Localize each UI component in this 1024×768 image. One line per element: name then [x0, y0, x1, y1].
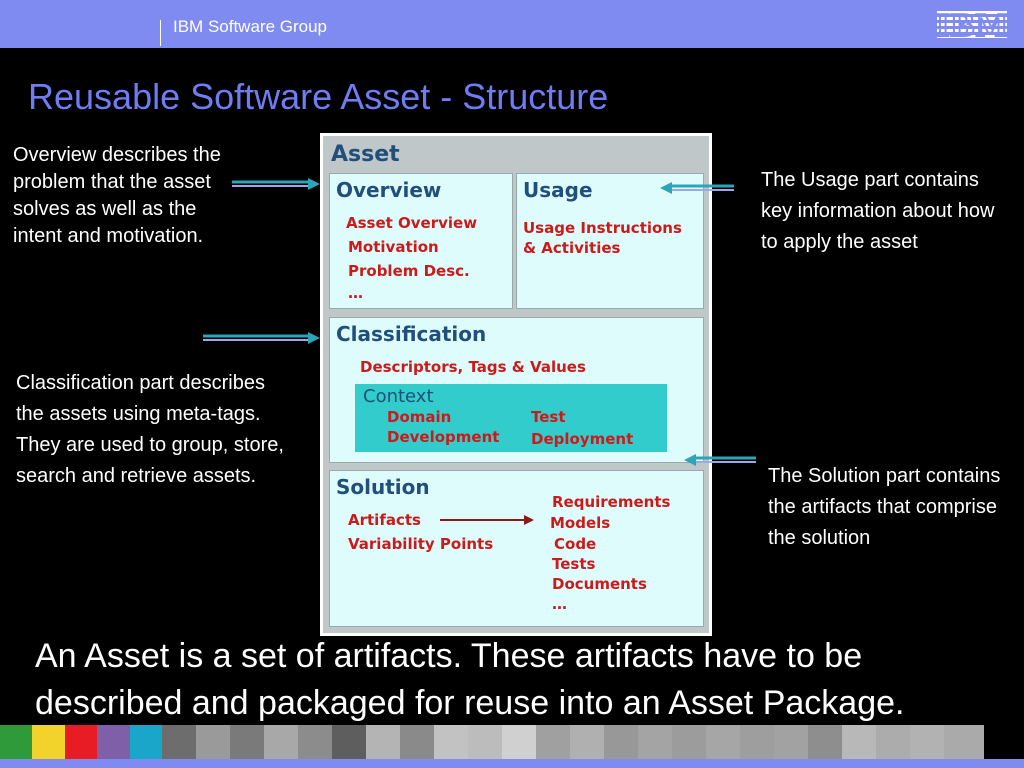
strip-tile — [264, 725, 298, 759]
strip-tile — [332, 725, 366, 759]
usage-box: Usage Usage Instructions & Activities — [516, 173, 704, 309]
solution-artifact: Tests — [552, 555, 596, 573]
asset-diagram: Asset Overview Asset Overview Motivation… — [320, 133, 712, 636]
solution-artifact: Documents — [552, 575, 647, 593]
strip-tile — [400, 725, 434, 759]
strip-tile — [32, 725, 65, 759]
strip-tile — [162, 725, 196, 759]
solution-item: Variability Points — [348, 535, 494, 553]
solution-item: Artifacts — [348, 511, 421, 529]
software-group-label: IBM Software Group — [173, 17, 328, 36]
strip-tile — [774, 725, 808, 759]
strip-tile — [706, 725, 740, 759]
overview-item: … — [348, 284, 363, 302]
solution-note: The Solution part contains the artifacts… — [768, 465, 1001, 549]
classification-note: Classification part describes the assets… — [16, 372, 284, 487]
strip-tile — [298, 725, 332, 759]
artifacts-arrow — [440, 515, 534, 525]
classification-label: Classification — [336, 322, 487, 346]
solution-label: Solution — [336, 475, 430, 499]
strip-tile — [808, 725, 842, 759]
overview-item: Asset Overview — [346, 214, 478, 232]
context-box: Context Domain Test Development Deployme… — [355, 384, 667, 452]
strip-tile — [672, 725, 706, 759]
bottom-band — [0, 759, 1024, 768]
strip-tile — [910, 725, 944, 759]
top-banner: IBM Software Group IBM — [0, 0, 1024, 48]
descriptors-item: Descriptors, Tags & Values — [360, 358, 586, 376]
strip-tile — [130, 725, 162, 759]
overview-box: Overview Asset Overview Motivation Probl… — [329, 173, 513, 309]
overview-label: Overview — [336, 178, 442, 202]
strip-tile — [638, 725, 672, 759]
strip-tile — [604, 725, 638, 759]
overview-arrow — [232, 178, 320, 190]
strip-tile — [502, 725, 536, 759]
strip-tile — [740, 725, 774, 759]
context-label: Context — [363, 386, 434, 407]
solution-artifact: … — [552, 595, 567, 613]
asset-label: Asset — [331, 142, 400, 167]
overview-item: Problem Desc. — [348, 262, 470, 280]
solution-box: Solution Artifacts Variability Points Re… — [329, 470, 704, 627]
overview-item: Motivation — [348, 238, 439, 256]
strip-tile — [97, 725, 130, 759]
context-item: Development — [387, 428, 500, 446]
strip-tile — [536, 725, 570, 759]
asset-definition-text: An Asset is a set of artifacts. These ar… — [35, 637, 905, 722]
usage-note: The Usage part contains key information … — [761, 169, 995, 253]
usage-arrow — [660, 182, 734, 194]
strip-tile — [944, 725, 984, 759]
context-item: Test — [531, 408, 566, 426]
strip-tile — [196, 725, 230, 759]
context-item: Deployment — [531, 430, 634, 448]
strip-tile — [65, 725, 97, 759]
classification-arrow — [203, 332, 320, 344]
strip-tile — [570, 725, 604, 759]
decorative-strip — [0, 725, 1024, 759]
solution-arrow — [684, 454, 756, 466]
ibm-logo: IBM — [937, 10, 1007, 40]
strip-tile — [366, 725, 400, 759]
solution-artifact: Code — [554, 535, 597, 553]
banner-separator — [160, 20, 161, 46]
strip-tile — [0, 725, 32, 759]
usage-item: & Activities — [523, 239, 621, 257]
strip-tile — [434, 725, 468, 759]
strip-tile — [230, 725, 264, 759]
usage-item: Usage Instructions — [523, 219, 682, 237]
strip-tile — [876, 725, 910, 759]
strip-tile — [842, 725, 876, 759]
overview-note: Overview describes the problem that the … — [13, 144, 221, 247]
strip-tile — [468, 725, 502, 759]
solution-artifact: Models — [550, 514, 611, 532]
asset-container: Asset Overview Asset Overview Motivation… — [323, 136, 709, 633]
ibm-logo-text: IBM — [937, 10, 1007, 40]
context-item: Domain — [387, 408, 452, 426]
slide-title: Reusable Software Asset - Structure — [28, 76, 609, 117]
solution-artifact: Requirements — [552, 493, 671, 511]
usage-label: Usage — [523, 178, 593, 202]
